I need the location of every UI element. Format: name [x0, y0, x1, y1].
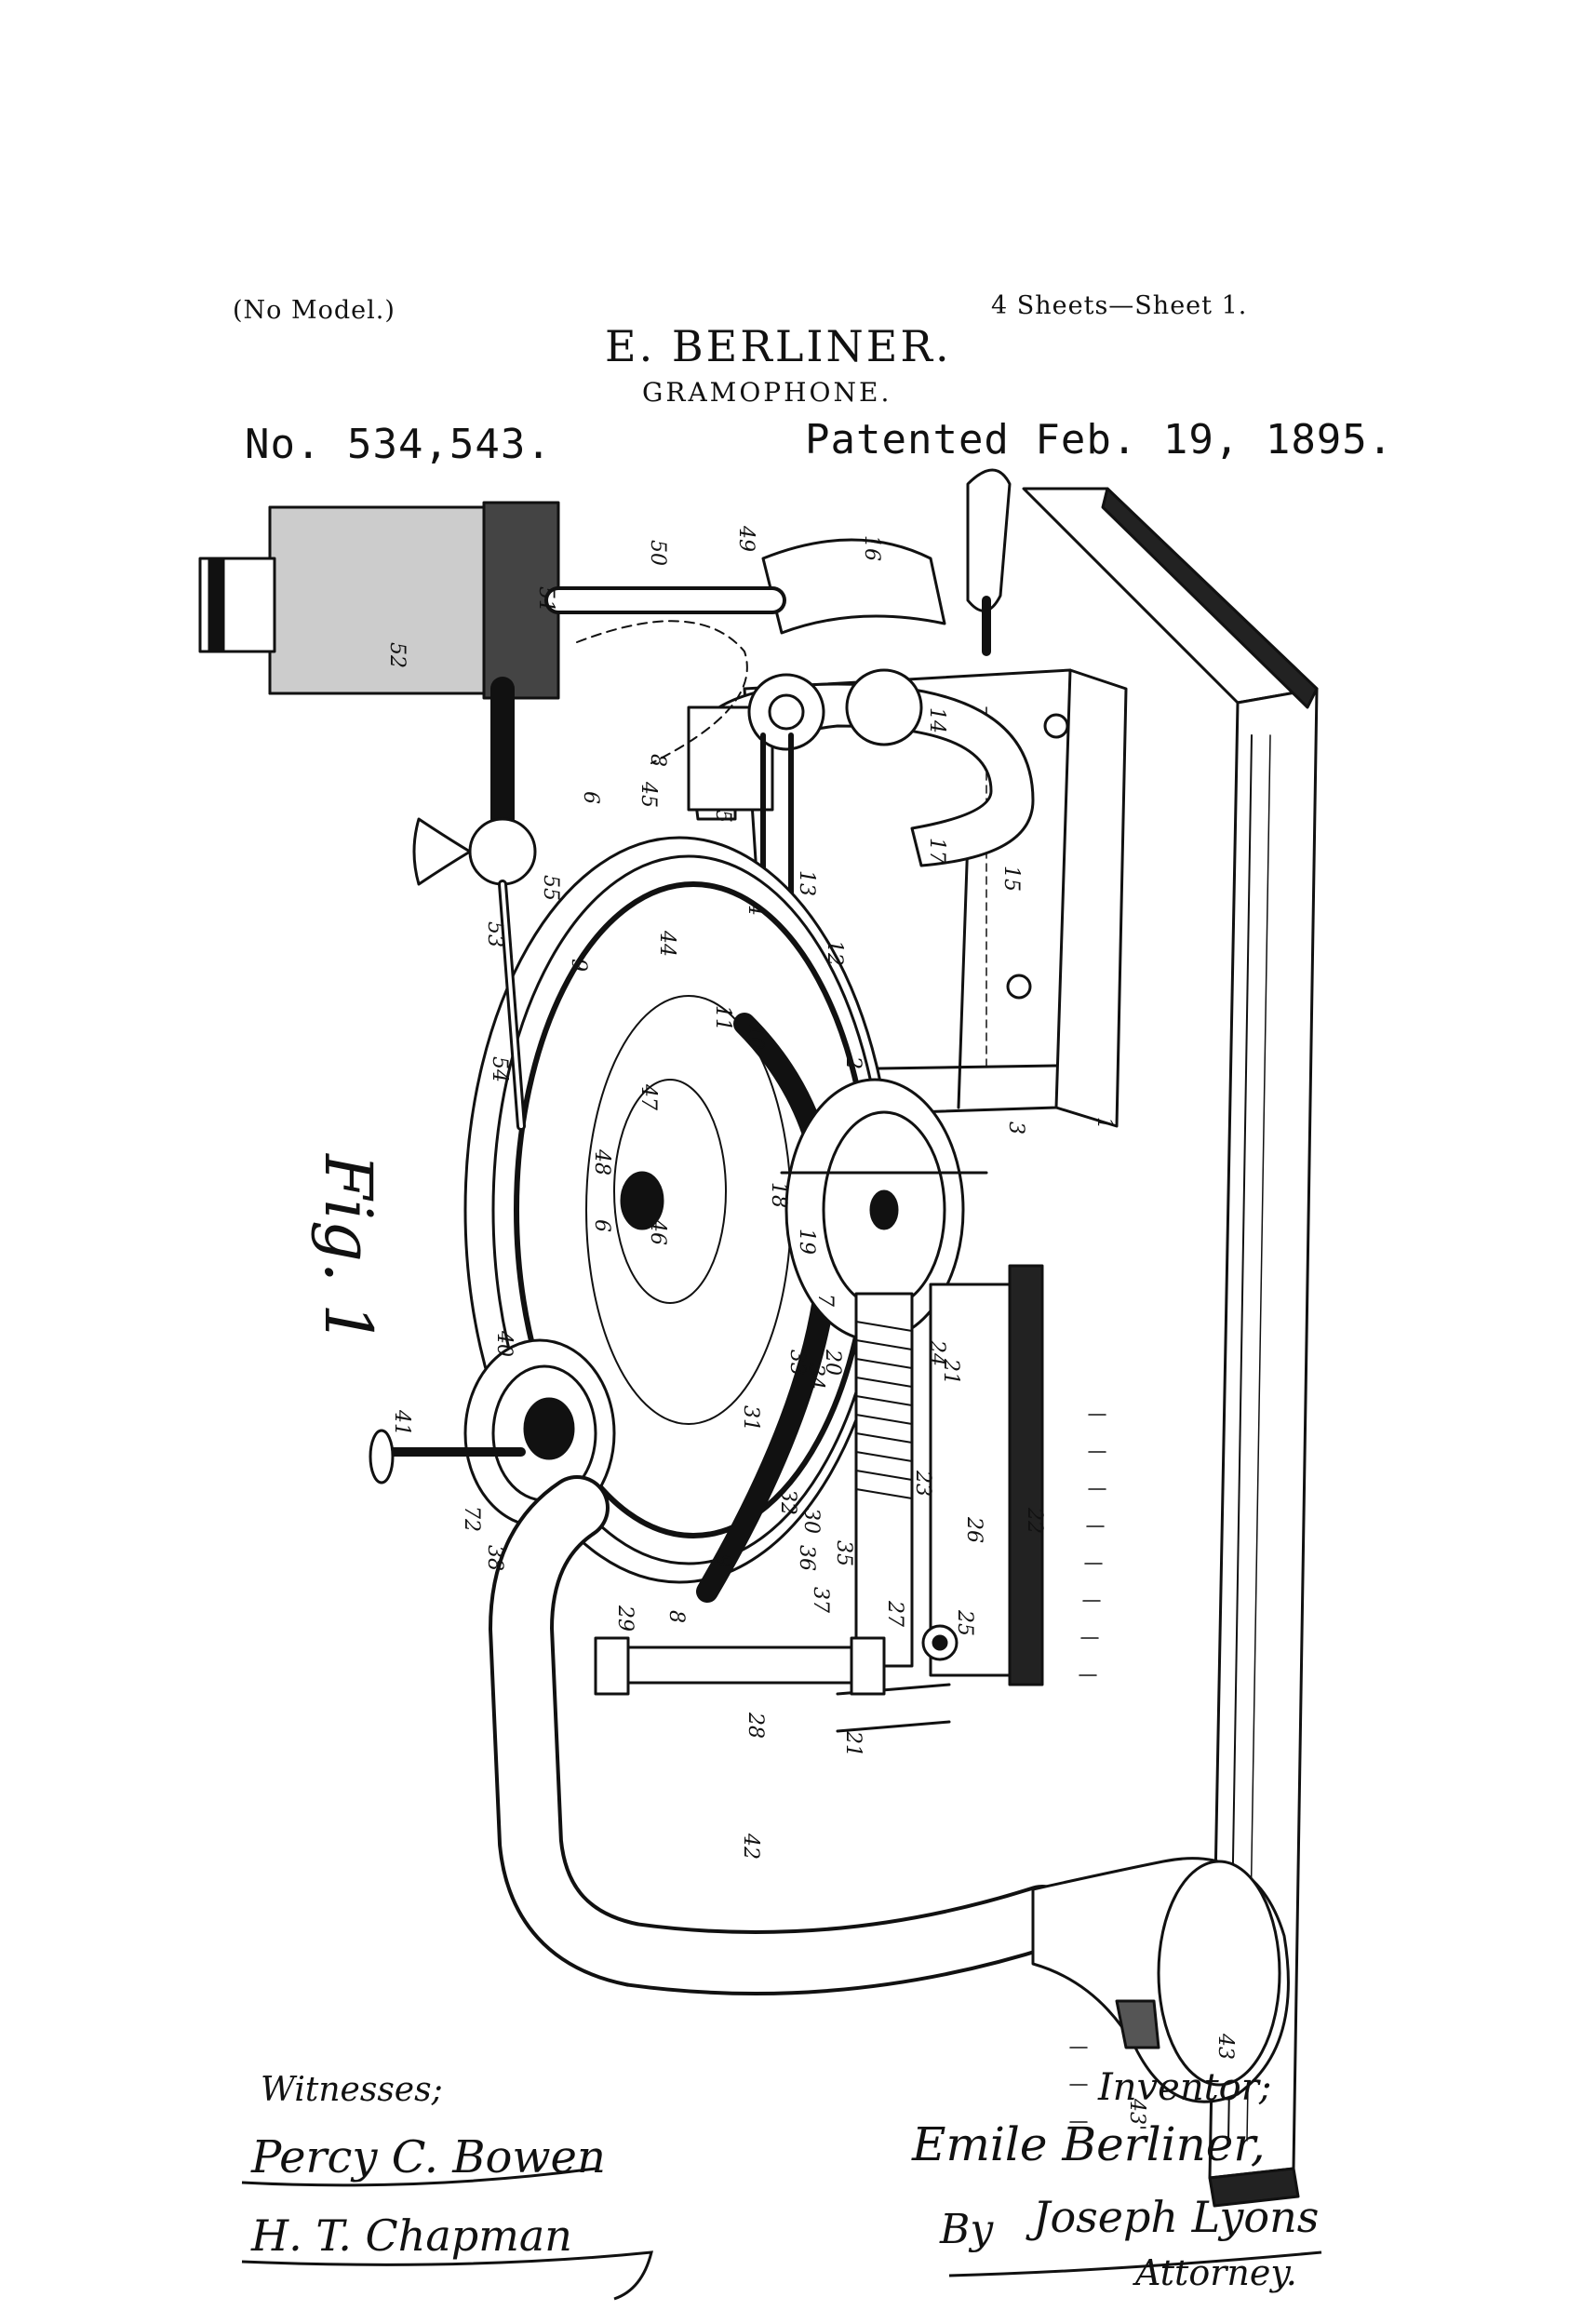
- label-53: 53: [483, 921, 506, 947]
- witness-signature-2: H. T. Chapman: [251, 2210, 572, 2261]
- label-28: 28: [744, 1712, 767, 1739]
- curved-bracket: [687, 668, 1035, 867]
- label-6a: 6: [579, 791, 602, 804]
- label-55: 55: [539, 875, 562, 901]
- part-labels: 52 51 50 49 16 14 17 15 13 12 11 10 8 6 …: [385, 525, 1237, 2130]
- label-37: 37: [809, 1587, 832, 1613]
- label-29: 29: [613, 1605, 637, 1632]
- label-49: 49: [734, 525, 757, 552]
- attorney-signature: Joseph Lyons: [1033, 2192, 1320, 2242]
- label-24: 24: [925, 1339, 948, 1366]
- label-18: 18: [767, 1182, 790, 1208]
- label-40: 40: [492, 1330, 516, 1357]
- witnesses-label: Witnesses;: [261, 2071, 443, 2109]
- pillar: [594, 1636, 886, 1696]
- valve-nozzle: [412, 677, 537, 1131]
- label-30: 30: [799, 1508, 823, 1534]
- patent-number: No. 534,543.: [245, 421, 552, 468]
- crank: [761, 468, 1012, 656]
- label-31: 31: [739, 1405, 762, 1431]
- label-8a: 8: [646, 754, 669, 767]
- inventor-signature: Emile Berliner,: [912, 2117, 1266, 2171]
- label-11: 11: [711, 1005, 734, 1031]
- base-board: [1022, 487, 1319, 2208]
- gear-wheel: [780, 1078, 988, 1342]
- label-54: 54: [488, 1056, 511, 1082]
- label-38: 38: [483, 1545, 506, 1571]
- label-20: 20: [821, 1349, 844, 1376]
- label-3: 3: [1004, 1122, 1027, 1135]
- attorney-label: Attorney.: [1135, 2252, 1297, 2293]
- label-1: 1: [1093, 1117, 1116, 1130]
- label-43p: 43': [1125, 2098, 1148, 2130]
- label-46: 46: [646, 1218, 669, 1245]
- label-17: 17: [925, 838, 948, 864]
- figure-label: Fig. 1: [310, 1152, 386, 1345]
- label-7: 7: [813, 1294, 837, 1307]
- label-10: 10: [744, 1024, 767, 1050]
- label-4: 4: [744, 902, 767, 916]
- label-72: 72: [460, 1506, 483, 1532]
- label-51: 51: [534, 586, 557, 612]
- feed-carriage: [836, 1264, 1044, 1733]
- label-9b: 9: [711, 1554, 734, 1567]
- by-label: By: [940, 2206, 994, 2253]
- label-35: 35: [832, 1540, 855, 1566]
- label-36: 36: [795, 1545, 818, 1571]
- label-52: 52: [385, 642, 409, 668]
- label-14a: 14: [925, 707, 948, 733]
- label-48: 48: [590, 1149, 613, 1175]
- label-16: 16: [860, 535, 883, 561]
- sheet-indicator: 4 Sheets—Sheet 1.: [991, 291, 1248, 320]
- patent-date: Patented Feb. 19, 1895.: [805, 416, 1394, 463]
- label-22: 22: [1023, 1507, 1046, 1534]
- label-23: 23: [911, 1470, 934, 1497]
- label-13: 13: [795, 870, 818, 896]
- label-43: 43: [1213, 2033, 1237, 2060]
- no-model-note: (No Model.): [233, 296, 396, 325]
- label-34: 34: [804, 1364, 827, 1390]
- label-32: 32: [776, 1489, 799, 1515]
- dashed-path: [576, 620, 748, 764]
- inventor-label: Inventor;: [1098, 2066, 1272, 2109]
- label-15: 15: [999, 866, 1023, 892]
- label-41: 41: [390, 1409, 413, 1436]
- label-6b: 6: [590, 1219, 613, 1232]
- label-42: 42: [739, 1833, 762, 1860]
- label-5: 5: [711, 810, 734, 823]
- cylinder: [198, 501, 786, 700]
- board-scale: [1069, 1414, 1106, 2123]
- label-12: 12: [823, 940, 846, 966]
- label-47: 47: [637, 1083, 660, 1110]
- label-21a: 21: [939, 1358, 962, 1385]
- label-25: 25: [953, 1609, 976, 1636]
- horn: [489, 1475, 1290, 2103]
- inventor-name-header: E. BERLINER.: [605, 321, 952, 371]
- label-44: 44: [655, 930, 678, 957]
- label-33: 33: [785, 1350, 809, 1376]
- label-27: 27: [883, 1600, 906, 1627]
- label-8b: 8: [664, 1610, 688, 1623]
- label-45: 45: [637, 781, 660, 808]
- label-26: 26: [962, 1516, 985, 1543]
- label-21b: 21: [841, 1730, 865, 1757]
- label-2: 2: [841, 1055, 865, 1069]
- label-50: 50: [646, 540, 669, 566]
- label-9a: 9: [567, 959, 590, 972]
- label-19: 19: [795, 1229, 818, 1255]
- invention-title: GRAMOPHONE.: [642, 377, 892, 408]
